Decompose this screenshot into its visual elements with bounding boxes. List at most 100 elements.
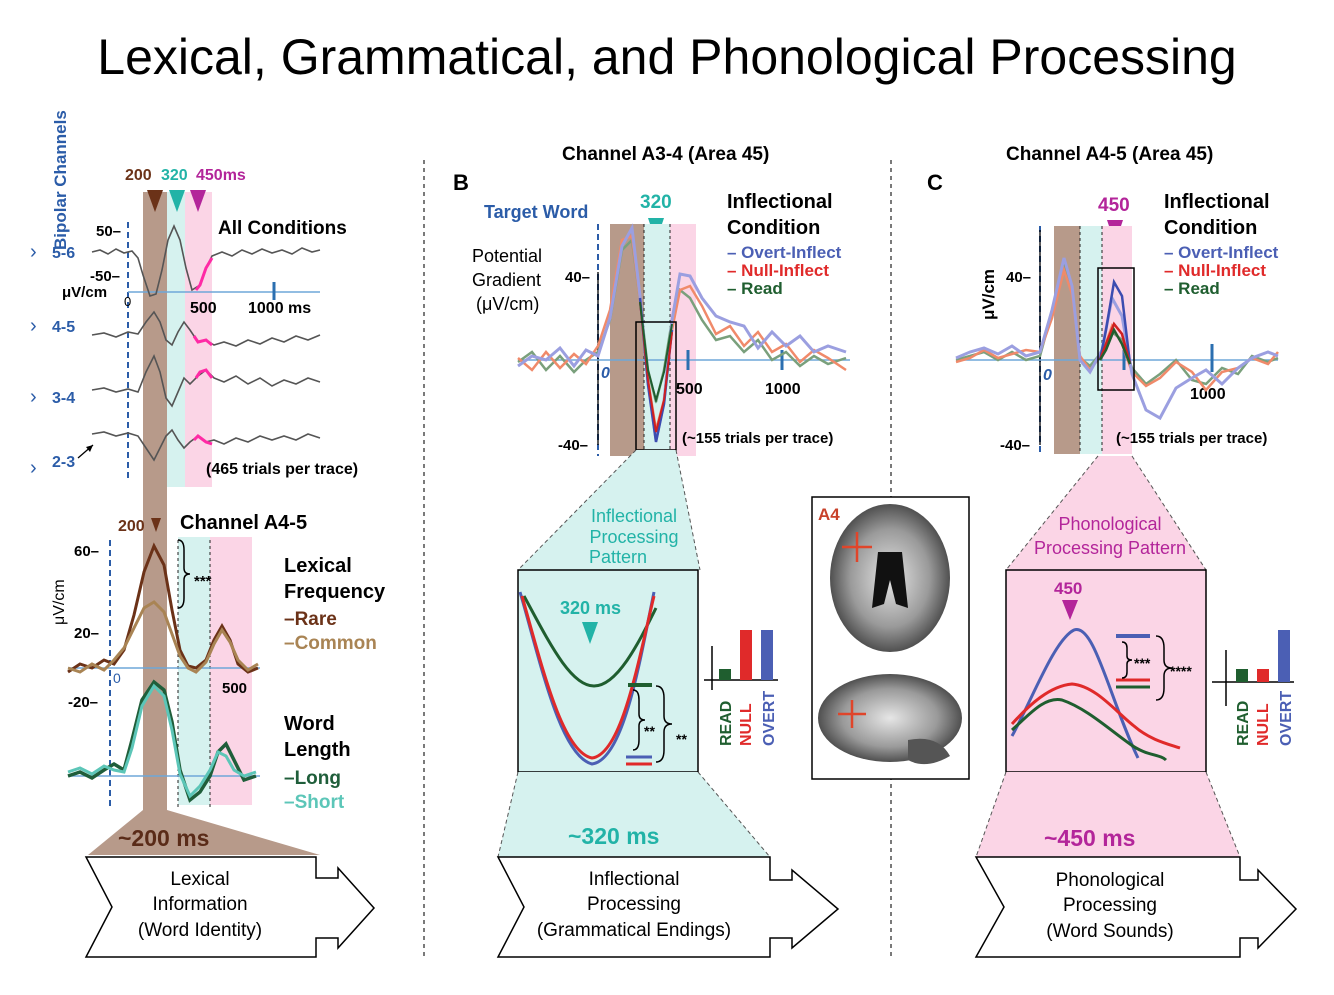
b-ylabel-1: Potential [472, 246, 542, 266]
c-bar-label-null: NULL [1255, 703, 1272, 746]
sub-ytick-60: 60– [74, 543, 99, 560]
sub-marker-200: 200 [118, 518, 145, 535]
c-legend-title-2: Condition [1164, 217, 1257, 239]
sub-channel-title: Channel A4-5 [180, 512, 307, 534]
b-zoom-arrow-icon [582, 622, 598, 644]
channel-3-4-label: 3-4 [52, 390, 75, 407]
b-zoom-box [517, 569, 699, 773]
c-zoom-read [1011, 698, 1168, 762]
b-sig-brace-outer [655, 685, 673, 763]
b-legend-null: – Null-Inflect [727, 261, 829, 280]
trace-2-3-highlight [192, 434, 213, 446]
c-marker-450: 450 [1098, 195, 1130, 216]
arrow-200-icon [147, 190, 163, 212]
c-pattern-2: Processing Pattern [1034, 538, 1186, 558]
b-zoom-funnel [518, 450, 700, 570]
c-sig-inner: *** [1134, 655, 1151, 671]
arrow-a-line-2: Information [152, 894, 247, 915]
brain-ventricles-icon [872, 552, 908, 608]
trace-3-4-highlight [194, 368, 214, 379]
c-zoom-line-l [1005, 455, 1099, 571]
panel-b: B Channel A3-4 (Area 45) Target Word 320… [453, 144, 850, 958]
c-bar-group [1236, 630, 1290, 682]
arrow-box-b [496, 856, 840, 958]
arrow-450-icon [190, 190, 206, 212]
len-title-2: Length [284, 739, 351, 761]
c-zoom-funnel [1006, 456, 1206, 570]
b-zoom-null [520, 595, 656, 760]
sig-lex: *** [194, 573, 212, 590]
b-legend-title-1: Inflectional [727, 191, 833, 213]
arrow-a-line-3: (Word Identity) [138, 920, 262, 941]
b-zoom-marker: 320 ms [560, 598, 621, 618]
a-ytick-neg50: -50– [90, 268, 120, 285]
c-funnel-line-l [975, 771, 1007, 858]
c-bar-label-overt: OVERT [1278, 691, 1295, 746]
a-trials-note: (465 trials per trace) [206, 461, 358, 478]
b-pattern-2: Processing [589, 527, 678, 547]
b-funnel-line-r [697, 771, 771, 858]
c-sig-brace-inner [1121, 641, 1133, 679]
c-band-teal [1080, 226, 1102, 454]
c-trace-read-focus [1098, 327, 1132, 365]
brain-cerebellum-icon [908, 738, 950, 765]
b-zoom-line-r [675, 449, 701, 571]
b-xtick-1000: 1000 [765, 381, 801, 398]
trace-5-6 [91, 223, 321, 298]
b-ylabel-2: Gradient [472, 270, 541, 290]
trace-long [67, 679, 257, 803]
c-trace-null-focus [1098, 321, 1132, 365]
b-trace-read-focus [639, 301, 673, 404]
band-brown-a [143, 192, 167, 832]
c-zoom-arrow-icon [1062, 600, 1078, 620]
page-title: Lexical, Grammatical, and Phonological P… [97, 29, 1237, 85]
lex-common: –Common [284, 633, 377, 654]
c-bar-null [1257, 669, 1269, 682]
trace-short [67, 683, 257, 799]
channel-2-3-marker: › [30, 457, 37, 479]
a-xtick-500: 500 [190, 300, 217, 317]
b-band-funnel [498, 772, 770, 857]
c-channel-title: Channel A4-5 (Area 45) [1006, 144, 1213, 165]
panel-c: C Channel A4-5 (Area 45) 450 μV/cm 40– -… [927, 144, 1298, 958]
c-ytick-neg40: -40– [1000, 437, 1030, 454]
a-xtick-0: 0 [124, 294, 131, 309]
bipolar-channels-label: Bipolar Channels [51, 110, 70, 250]
trace-4-5-highlight [192, 335, 213, 347]
c-bar-read [1236, 669, 1248, 682]
arrow-box-c [974, 856, 1298, 958]
channel-5-6-marker: › [30, 241, 37, 263]
c-xtick-1000: 1000 [1190, 386, 1226, 403]
c-trials-note: (~155 trials per trace) [1116, 430, 1267, 447]
band-teal-a [167, 192, 185, 487]
channel-5-6-label: 5-6 [52, 245, 75, 262]
b-target-word: Target Word [484, 202, 588, 222]
arrow-box-a [84, 856, 376, 958]
c-zoom-line-r [1131, 455, 1207, 571]
band-time-b: ~320 ms [568, 823, 659, 849]
c-xtick-0: 0 [1043, 367, 1052, 384]
arrow-c-line-2: Processing [1063, 895, 1157, 916]
channel-4-5-marker: › [30, 315, 37, 337]
c-sig-outer: **** [1170, 663, 1192, 679]
c-zoom-box [1005, 569, 1207, 773]
channel-4-5-label: 4-5 [52, 319, 75, 336]
b-pattern-1: Inflectional [591, 506, 677, 526]
lex-title-2: Frequency [284, 581, 386, 603]
b-xtick-0: 0 [601, 365, 610, 382]
sub-marker-arrow-icon [151, 518, 161, 532]
band-time-a: ~200 ms [118, 825, 209, 851]
len-long: –Long [284, 768, 341, 789]
arrow-b-line-2: Processing [587, 894, 681, 915]
b-ytick-40: 40– [565, 269, 590, 286]
a-ytick-50: 50– [96, 223, 121, 240]
panel-a: Bipolar Channels 200 320 450ms All Condi… [30, 110, 386, 958]
sub-ytick-20: 20– [74, 625, 99, 642]
time-mark-320: 320 [161, 167, 188, 184]
len-title-1: Word [284, 713, 335, 735]
sig-brace-lex [177, 539, 191, 609]
b-bar-read [719, 669, 731, 680]
c-legend-null: – Null-Inflect [1164, 261, 1266, 280]
b-sig-inner: ** [644, 723, 655, 739]
